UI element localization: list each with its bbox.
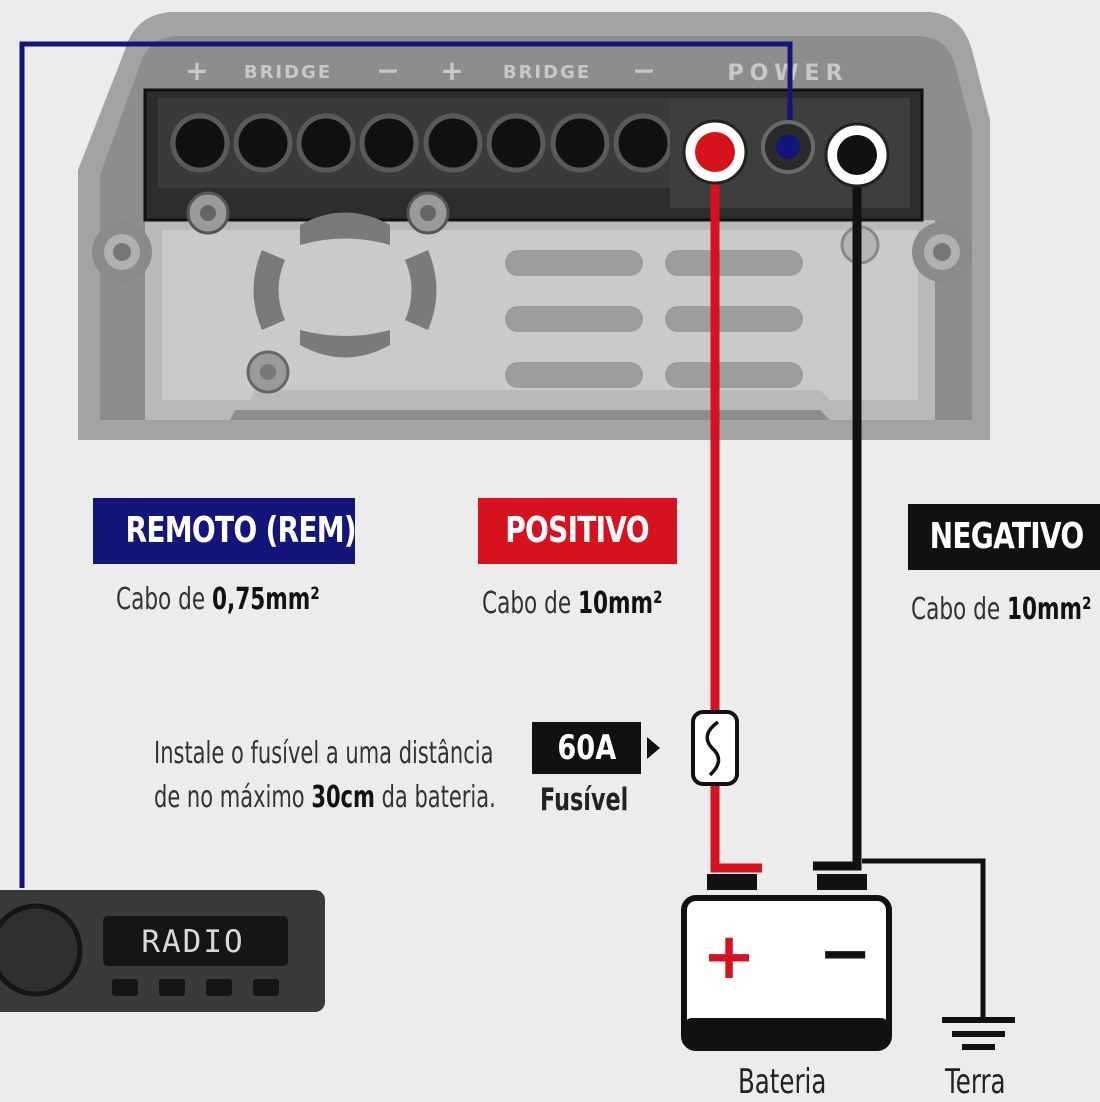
fan-grille xyxy=(253,212,437,358)
ground-icon xyxy=(942,1017,1015,1050)
bridge-label-1: BRIDGE xyxy=(244,62,332,83)
fuse-instruction: Instale o fusível a uma distância de no … xyxy=(154,736,496,815)
positive-wire xyxy=(710,152,762,873)
remote-badge: REMOTO (REM) xyxy=(93,498,357,564)
remote-terminal xyxy=(761,120,815,174)
power-label: POWER xyxy=(727,61,848,86)
vent-slots xyxy=(505,250,803,388)
negative-cable-spec: Cabo de 10mm² xyxy=(911,592,1092,627)
negative-wire xyxy=(813,155,862,871)
terminal-minus-1: − xyxy=(376,54,399,87)
positive-badge: POSITIVO xyxy=(478,498,677,564)
terminal-minus-2: − xyxy=(632,54,655,87)
remote-cable-spec: Cabo de 0,75mm² xyxy=(116,582,320,617)
screw-icon xyxy=(246,350,290,394)
battery-minus-symbol: − xyxy=(818,917,872,991)
ground-label: Terra xyxy=(945,1062,1006,1102)
amplifier: + BRIDGE − + BRIDGE − POWER xyxy=(78,12,990,440)
screw-icon xyxy=(406,191,450,235)
radio-display: RADIO xyxy=(141,924,244,960)
positive-cable-spec: Cabo de 10mm² xyxy=(482,586,663,621)
positive-terminal xyxy=(682,119,748,185)
side-screw-right-icon xyxy=(912,222,972,282)
side-screw-left-icon xyxy=(92,222,152,282)
negative-badge: NEGATIVO xyxy=(908,504,1100,570)
battery-label: Bateria xyxy=(738,1062,827,1102)
fuse-label: Fusível xyxy=(540,782,629,818)
screw-icon xyxy=(186,191,230,235)
fuse-icon xyxy=(691,710,739,786)
fuse-rating-badge: 60A xyxy=(532,722,641,774)
negative-terminal xyxy=(824,122,890,188)
battery: + − xyxy=(681,874,892,1051)
terminal-plus-1: + xyxy=(185,54,208,87)
ground-wire xyxy=(862,858,986,1018)
arrow-right-icon xyxy=(647,737,660,759)
terminal-plus-2: + xyxy=(440,54,463,87)
battery-plus-symbol: + xyxy=(702,920,756,994)
remote-wire xyxy=(19,41,793,888)
bridge-label-2: BRIDGE xyxy=(503,62,591,83)
radio: RADIO xyxy=(0,890,325,1012)
